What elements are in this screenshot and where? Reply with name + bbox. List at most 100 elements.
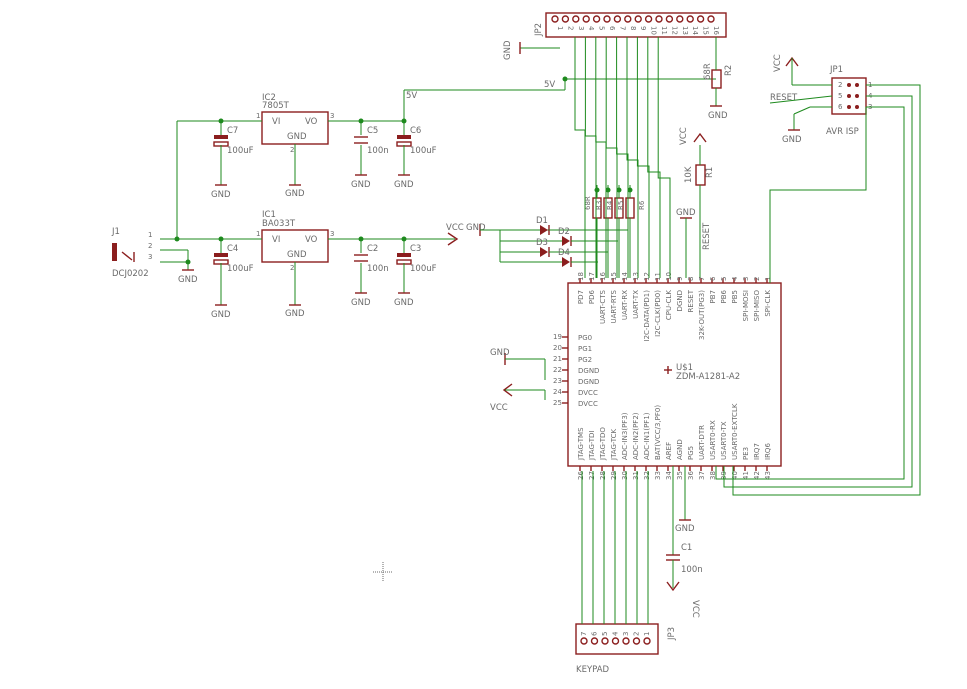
resistor-r1[interactable]: VCC R1 10K RESET [679, 127, 715, 278]
jp2-pin[interactable] [603, 15, 611, 23]
module-pin-number: 2 [753, 277, 761, 281]
svg-text:7805T: 7805T [262, 101, 290, 111]
jp2-pin[interactable] [624, 15, 632, 23]
jp2-pin[interactable] [613, 15, 622, 23]
svg-text:R2: R2 [724, 65, 734, 76]
jp3-pin[interactable] [643, 637, 651, 645]
jp2-pin[interactable] [634, 15, 642, 23]
cap-value: 100n [367, 264, 389, 274]
jp3-pin-number: 5 [601, 632, 609, 636]
svg-text:VCC: VCC [679, 127, 689, 145]
regulator-ic1[interactable]: IC1 BA033T VI VO GND 1 3 2 [256, 210, 334, 272]
jp2-pin-number: 14 [691, 26, 699, 35]
jp2-pin[interactable] [561, 15, 570, 23]
cap-value: 100uF [227, 264, 254, 274]
jp2-pin[interactable] [644, 15, 653, 23]
svg-text:1: 1 [256, 112, 260, 120]
module-pin-label: 32K-OUT(PG3) [698, 290, 706, 340]
module-pin-label: UART-DTR [698, 425, 706, 460]
diode-d1[interactable]: D1 [500, 216, 628, 235]
resistor-r2[interactable]: R2 68R GND [703, 37, 734, 121]
module-pin-label: PG0 [578, 334, 592, 342]
jp2-pin-number: 15 [702, 26, 710, 35]
svg-text:VCC: VCC [446, 223, 464, 233]
svg-text:RESET: RESET [702, 222, 712, 250]
svg-text:GND: GND [490, 348, 510, 358]
resistor-array[interactable]: 68R R3 R4 R5 R6 [584, 196, 646, 219]
jp2-pin[interactable] [686, 15, 694, 23]
module-pin-label: UART-RX [621, 290, 629, 320]
diode-d3[interactable]: D3 [500, 238, 608, 257]
module-pin-number: 30 [621, 471, 629, 480]
svg-text:GND: GND [285, 189, 305, 199]
jp2-pin[interactable] [551, 15, 559, 23]
module-u1[interactable]: U$1 ZDM-A1281-A2 18PD717PD616UART-CTS15U… [553, 272, 782, 480]
module-pin-number: 6 [709, 276, 717, 281]
svg-text:ZDM-A1281-A2: ZDM-A1281-A2 [676, 372, 740, 382]
svg-text:2: 2 [838, 81, 842, 89]
module-pin-label: USART0-TX [720, 421, 728, 460]
svg-text:RESET: RESET [770, 93, 798, 103]
jp2-pin[interactable] [707, 15, 715, 23]
module-left-gnd: GND [490, 348, 546, 380]
module-pin-label: AGND [676, 439, 684, 460]
svg-text:10K: 10K [684, 166, 694, 183]
cap-name: C6 [410, 126, 421, 136]
jp2-pin[interactable] [592, 15, 601, 23]
diode-name: D1 [536, 216, 548, 226]
module-pin-label: PG2 [578, 356, 592, 364]
gnd-label: GND [211, 310, 231, 320]
module-pin-number: 25 [553, 399, 562, 407]
module-pin-label: RESET [687, 289, 695, 312]
jp2-pin[interactable] [665, 15, 674, 23]
jp2-pin[interactable] [655, 15, 663, 23]
jp2-pin-number: 8 [629, 26, 637, 30]
jp2-name: JP2 [534, 23, 544, 37]
module-pin-number: 31 [632, 471, 640, 480]
module-pin-label: PB5 [731, 290, 739, 303]
svg-text:6: 6 [838, 103, 843, 111]
jp2-pin[interactable] [582, 15, 590, 23]
svg-text:VCC: VCC [773, 54, 783, 72]
svg-text:R4: R4 [606, 200, 614, 210]
module-pin-number: 14 [621, 272, 629, 281]
connector-j1[interactable]: J1 DCJ0202 1 2 3 [111, 227, 152, 279]
cap-name: C7 [227, 126, 238, 136]
jp3-pin[interactable] [611, 637, 620, 645]
module-pin-number: 40 [731, 471, 739, 480]
svg-text:C1: C1 [681, 543, 692, 553]
module-pin-number: 38 [709, 471, 717, 480]
jp2-pin-number: 1 [556, 26, 564, 30]
diode-d2[interactable]: D2 [500, 227, 618, 246]
module-pin-label: JTAG-TDO [599, 427, 607, 461]
module-pin-label: UART-TX [632, 290, 640, 319]
jp3-pin[interactable] [590, 637, 599, 645]
module-pin-number: 36 [687, 471, 695, 480]
capacitor-c1[interactable]: C1 100n VCC [666, 466, 703, 618]
jp3-pin[interactable] [580, 637, 588, 645]
jp2-pin[interactable] [572, 15, 580, 23]
jp2-pin[interactable] [676, 15, 684, 23]
module-pin-label: IRQ7 [753, 443, 761, 460]
module-pin-number: 34 [665, 471, 673, 480]
svg-text:J1: J1 [111, 227, 120, 237]
svg-text:DCJ0202: DCJ0202 [112, 269, 149, 279]
module-pin-label: USART0-EXTCLK [731, 403, 739, 460]
jp3-pin[interactable] [601, 637, 609, 645]
jp2-pin[interactable] [696, 15, 705, 23]
module-pin-label: CPU-CLK [665, 290, 673, 321]
cap-value: 100n [367, 146, 389, 156]
jp3-pin[interactable] [622, 637, 630, 645]
svg-text:2: 2 [148, 242, 152, 250]
module-pin-number: 22 [553, 366, 562, 374]
jp3-pin[interactable] [632, 637, 641, 645]
